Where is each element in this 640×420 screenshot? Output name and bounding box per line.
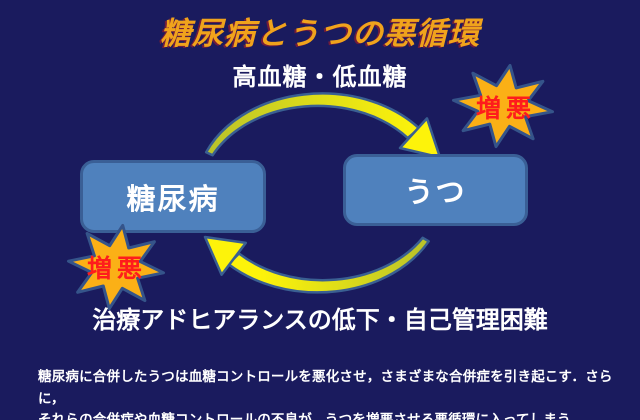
node-diabetes-label: 糖尿病: [126, 183, 220, 216]
node-depression-label: うつ: [404, 177, 467, 209]
node-diabetes: 糖尿病: [80, 160, 266, 233]
cycle-top-label: 高血糖・低血糖: [232, 64, 408, 91]
arrowhead-to-diabetes: [203, 235, 248, 276]
badge-aggravation-bottom-left: 増悪: [86, 255, 148, 283]
footnote: 糖尿病に合併したうつは血糖コントロールを悪化させ，さまざまな合併症を引き起こす．…: [38, 366, 618, 420]
page-title: 糖尿病とうつの悪循環: [160, 16, 480, 51]
node-depression: うつ: [343, 154, 528, 226]
cycle-bottom-label: 治療アドヒアランスの低下・自己管理困難: [92, 307, 548, 334]
footnote-line-2: それらの合併症や血糖コントロールの不良が，うつを増悪させる悪循環に入ってしまう．: [38, 412, 584, 420]
badge-aggravation-top-right: 増悪: [475, 95, 537, 123]
arrow-arc-bottom: [227, 236, 430, 294]
arrow-arc-top: [204, 92, 421, 157]
arrowhead-to-depression: [398, 117, 442, 159]
footnote-line-1: 糖尿病に合併したうつは血糖コントロールを悪化させ，さまざまな合併症を引き起こす．…: [38, 369, 613, 406]
